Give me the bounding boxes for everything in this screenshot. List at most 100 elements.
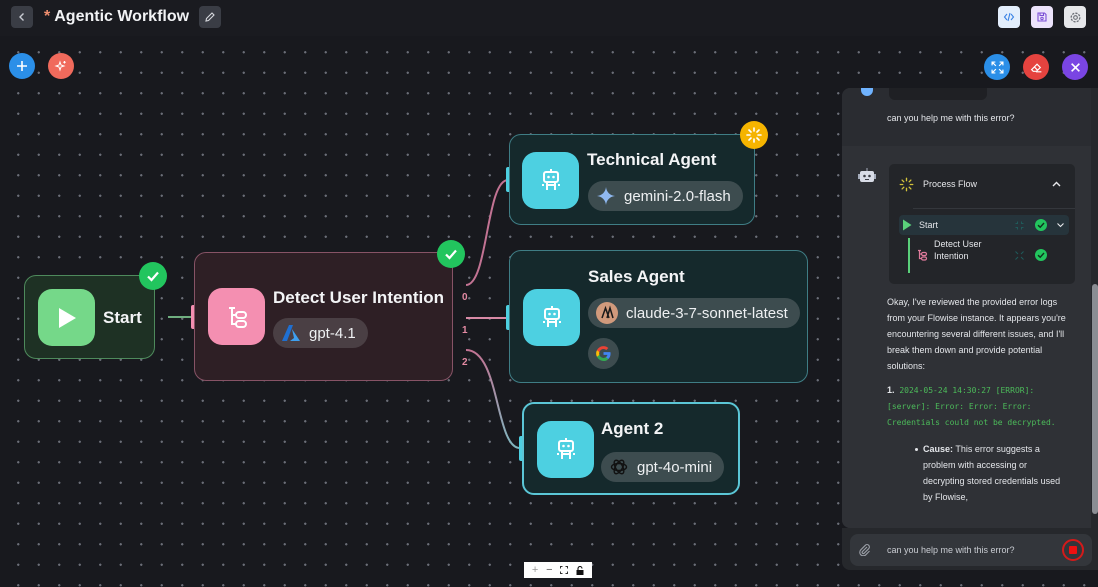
back-button[interactable] — [11, 6, 33, 28]
process-flow-card: Process Flow Start Detect User Intention — [889, 164, 1075, 284]
chevron-down-icon[interactable] — [1057, 223, 1064, 228]
bot-avatar-icon — [858, 168, 876, 182]
google-icon — [596, 346, 611, 362]
chevron-up-icon[interactable] — [1052, 181, 1061, 187]
pencil-icon — [205, 12, 215, 22]
check-icon — [445, 249, 457, 260]
anthropic-icon — [596, 302, 618, 324]
sparkles-icon — [54, 60, 66, 72]
edge-detect-technical — [465, 179, 509, 286]
fit-view-icon[interactable] — [560, 566, 569, 574]
lock-icon[interactable] — [576, 565, 584, 575]
detect-node-title: Detect User Intention — [273, 288, 444, 307]
process-step-detect[interactable]: Detect User Intention — [913, 238, 1069, 274]
chevron-left-icon — [19, 13, 24, 21]
spinner-icon — [746, 127, 762, 143]
cause-line-2: problem with accessing or — [923, 460, 1028, 470]
expand-chat-button[interactable] — [984, 54, 1010, 80]
openai-icon — [610, 459, 628, 475]
agent2-icon — [537, 421, 594, 478]
sales-tool-google — [588, 338, 619, 369]
check-icon — [147, 271, 159, 282]
condition-node-icon — [208, 288, 265, 345]
robot-icon — [541, 168, 560, 190]
paperclip-icon[interactable] — [858, 543, 871, 556]
code-line-3: Credentials could not be decrypted. — [887, 418, 1056, 427]
unsaved-marker: * — [44, 8, 51, 25]
generate-agentflow-button[interactable] — [48, 53, 74, 79]
bot-response: Okay, I've reviewed the provided error l… — [887, 294, 1087, 505]
technical-model-pill: gemini-2.0-flash — [588, 181, 743, 211]
cause-line-1: Cause: This error suggests a — [923, 441, 1087, 457]
process-step-start[interactable]: Start — [899, 215, 1069, 235]
node-technical-agent[interactable]: Technical Agent gemini-2.0-flash — [509, 134, 755, 225]
detect-success-badge — [437, 240, 465, 268]
sales-model-pill: claude-3-7-sonnet-latest — [588, 298, 800, 328]
edge-label-1: 1 — [462, 325, 468, 336]
user-avatar — [861, 88, 873, 96]
detect-model-name: gpt-4.1 — [309, 324, 356, 342]
technical-running-badge — [740, 121, 768, 149]
eraser-icon — [1030, 62, 1041, 72]
condition-tree-icon — [228, 306, 247, 328]
start-success-badge — [139, 262, 167, 290]
cause-text-1: This error suggests a — [955, 444, 1040, 454]
start-node-title: Start — [103, 308, 142, 327]
response-line-1: Okay, I've reviewed the provided error l… — [887, 297, 1058, 307]
code-icon — [1003, 12, 1015, 22]
edge-detect-agent2 — [465, 349, 521, 449]
process-step-start-label: Start — [919, 220, 939, 230]
technical-model-name: gemini-2.0-flash — [624, 187, 731, 205]
chat-scrollbar-thumb[interactable] — [1092, 284, 1098, 514]
expand-icon[interactable] — [1015, 251, 1024, 260]
cause-line-3: decrypting stored credentials used — [923, 476, 1061, 486]
zoom-out-button[interactable]: − — [546, 564, 553, 576]
bullet-dot — [915, 448, 918, 451]
stop-icon — [1069, 546, 1077, 554]
edge-label-2: 2 — [462, 357, 468, 368]
technical-agent-icon — [522, 152, 579, 209]
cause-line-4: by Flowise, — [923, 492, 969, 502]
zoom-in-button[interactable]: + — [531, 564, 539, 576]
response-line-4: break them down and provide potential — [887, 345, 1043, 355]
process-step-tree-line — [908, 238, 910, 273]
save-button[interactable] — [1031, 6, 1053, 28]
user-message-row: can you help me with this error? — [842, 88, 1092, 146]
node-start[interactable]: Start — [24, 275, 155, 359]
node-detect-user-intention[interactable]: Detect User Intention gpt-4.1 — [194, 252, 453, 381]
process-step-detect-label-1: Detect User — [934, 239, 982, 249]
clear-chat-button[interactable] — [1023, 54, 1049, 80]
expand-icon[interactable] — [1015, 221, 1024, 230]
settings-button[interactable] — [1064, 6, 1086, 28]
header-bar: * Agentic Workflow — [0, 0, 1098, 36]
node-agent-2[interactable]: Agent 2 gpt-4o-mini — [522, 402, 740, 495]
chat-input-text[interactable]: can you help me with this error? — [887, 545, 1015, 555]
stop-button[interactable] — [1062, 539, 1084, 561]
zoom-controls: + − — [524, 562, 592, 578]
agent2-model-pill: gpt-4o-mini — [601, 452, 725, 482]
start-node-icon — [38, 289, 95, 346]
robot-icon — [542, 305, 561, 327]
response-line-5: solutions: — [887, 361, 926, 371]
node-sales-agent[interactable]: Sales Agent claude-3-7-sonnet-latest — [509, 250, 808, 383]
floppy-disk-icon — [1037, 12, 1047, 22]
response-line-3: encountering several different issues, a… — [887, 329, 1065, 339]
expand-icon — [990, 60, 1004, 74]
spinner-icon — [899, 177, 914, 192]
technical-agent-title: Technical Agent — [587, 150, 717, 169]
close-chat-button[interactable] — [1062, 54, 1088, 80]
plus-icon — [17, 61, 27, 71]
detect-model-pill: gpt-4.1 — [273, 318, 368, 348]
azure-icon — [282, 325, 300, 341]
title-area: * Agentic Workflow — [44, 6, 222, 28]
code-button[interactable] — [998, 6, 1020, 28]
chat-panel: can you help me with this error? Process… — [842, 88, 1098, 528]
process-flow-title: Process Flow — [923, 179, 978, 189]
edit-title-button[interactable] — [199, 6, 222, 28]
chat-input-box[interactable]: can you help me with this error? — [850, 534, 1092, 566]
bot-message-row: Process Flow Start Detect User Intention… — [842, 146, 1092, 528]
add-node-button[interactable] — [9, 53, 35, 79]
agent2-title: Agent 2 — [601, 419, 664, 438]
success-check-icon — [1035, 249, 1047, 261]
condition-tree-icon — [918, 249, 928, 261]
